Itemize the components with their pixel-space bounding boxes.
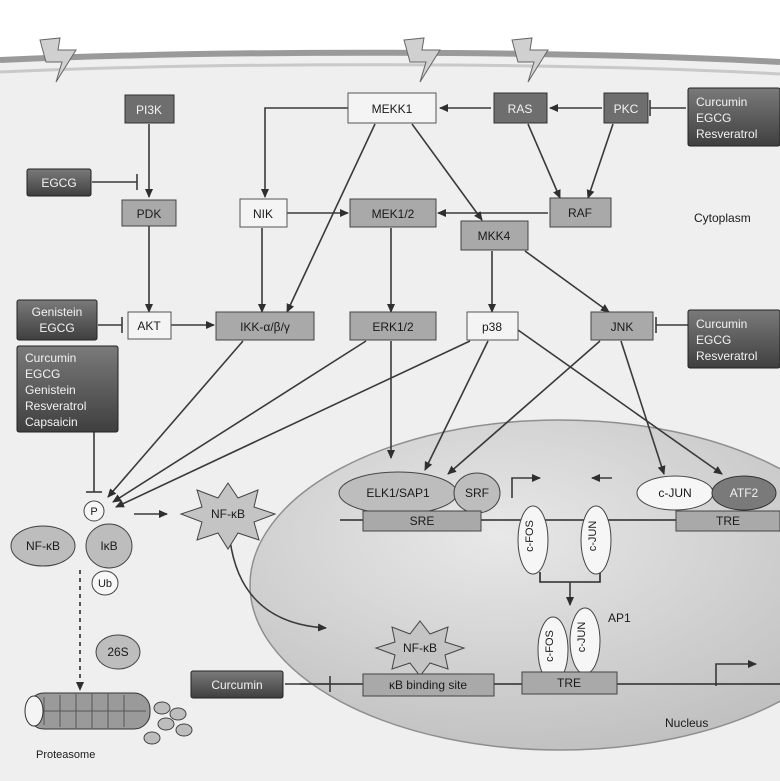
node-srf: SRF	[454, 473, 500, 513]
element-sre: SRE	[363, 511, 481, 531]
node-pkc: PKC	[604, 93, 648, 123]
proteasome-icon	[25, 693, 150, 729]
svg-text:Ub: Ub	[98, 578, 112, 590]
node-raf: RAF	[550, 198, 611, 227]
svg-text:c-FOS: c-FOS	[524, 520, 536, 552]
node-mkk4: MKK4	[461, 221, 528, 250]
node-ras: RAS	[494, 93, 547, 123]
svg-text:26S: 26S	[107, 645, 128, 659]
node-pi3k: PI3K	[125, 95, 174, 123]
svg-text:EGCG: EGCG	[696, 111, 731, 125]
proteasome-label: Proteasome	[36, 749, 95, 761]
inhibitor-jnk-group: Curcumin EGCG Resveratrol	[688, 310, 780, 368]
element-kb-binding-site: κB binding site	[363, 674, 494, 696]
svg-text:EGCG: EGCG	[39, 321, 74, 335]
inhibitor-ikb-group: Curcumin EGCG Genistein Resveratrol Caps…	[17, 346, 118, 432]
svg-text:TRE: TRE	[557, 676, 581, 690]
svg-text:Capsaicin: Capsaicin	[25, 415, 78, 429]
element-tre-1: TRE	[676, 511, 780, 531]
svg-text:Genistein: Genistein	[25, 383, 76, 397]
node-elk1-sap1: ELK1/SAP1	[339, 472, 457, 514]
node-ikk: IKK-α/β/γ	[216, 312, 314, 340]
svg-text:Genistein: Genistein	[32, 305, 83, 319]
svg-text:RAS: RAS	[508, 102, 533, 116]
node-26s: 26S	[96, 635, 140, 669]
svg-text:c-JUN: c-JUN	[658, 486, 691, 500]
node-nfkb-cytoplasm: NF-κB	[11, 526, 75, 566]
svg-text:RAF: RAF	[568, 206, 592, 220]
inhibitor-pkc-group: Curcumin EGCG Resveratrol	[688, 88, 780, 146]
inhibitor-genistein-egcg: Genistein EGCG	[17, 300, 97, 340]
node-jnk: JNK	[591, 312, 653, 340]
svg-text:Curcumin: Curcumin	[25, 351, 76, 365]
svg-text:p38: p38	[482, 320, 502, 334]
phospho-group: P	[84, 501, 104, 521]
svg-text:EGCG: EGCG	[696, 333, 731, 347]
ap1-label: AP1	[608, 611, 631, 625]
svg-text:P: P	[90, 506, 97, 518]
node-mek12: MEK1/2	[350, 199, 436, 227]
svg-text:SRE: SRE	[410, 514, 435, 528]
svg-text:Resveratrol: Resveratrol	[25, 399, 86, 413]
svg-text:IκB: IκB	[100, 539, 117, 553]
svg-text:c-JUN: c-JUN	[587, 521, 599, 552]
svg-text:PDK: PDK	[137, 207, 162, 221]
svg-text:TRE: TRE	[716, 514, 740, 528]
svg-text:MEK1/2: MEK1/2	[372, 207, 415, 221]
svg-text:MKK4: MKK4	[478, 229, 511, 243]
svg-text:ATF2: ATF2	[730, 486, 759, 500]
svg-text:MEKK1: MEKK1	[372, 102, 413, 116]
svg-text:EGCG: EGCG	[25, 367, 60, 381]
element-tre-2: TRE	[522, 672, 617, 694]
inhibitor-curcumin-nucleus: Curcumin	[191, 671, 283, 698]
svg-text:PI3K: PI3K	[136, 103, 162, 117]
node-akt: AKT	[128, 312, 171, 339]
node-erk12: ERK1/2	[350, 312, 436, 340]
cytoplasm-label: Cytoplasm	[694, 211, 751, 225]
svg-text:SRF: SRF	[465, 486, 489, 500]
svg-text:JNK: JNK	[611, 320, 634, 334]
svg-text:NF-κB: NF-κB	[211, 507, 245, 521]
gene-cfos: c-FOS	[518, 506, 548, 574]
node-cjun-tre: c-JUN	[637, 476, 713, 510]
svg-text:c-FOS: c-FOS	[544, 630, 556, 662]
svg-text:κB binding site: κB binding site	[389, 678, 467, 692]
node-nik: NIK	[240, 199, 287, 227]
svg-text:AKT: AKT	[137, 319, 161, 333]
node-p38: p38	[467, 312, 518, 340]
node-atf2: ATF2	[712, 476, 776, 510]
svg-text:Curcumin: Curcumin	[211, 678, 262, 692]
svg-text:Resveratrol: Resveratrol	[696, 127, 757, 141]
svg-text:Resveratrol: Resveratrol	[696, 349, 757, 363]
svg-text:EGCG: EGCG	[41, 176, 76, 190]
svg-text:Curcumin: Curcumin	[696, 95, 747, 109]
ubiquitin: Ub	[92, 571, 118, 595]
node-mekk1: MEKK1	[348, 93, 436, 123]
gene-cjun: c-JUN	[581, 506, 611, 574]
svg-text:Curcumin: Curcumin	[696, 317, 747, 331]
node-pdk: PDK	[122, 200, 176, 226]
inhibitor-egcg-pdk: EGCG	[27, 169, 91, 196]
svg-text:NIK: NIK	[253, 207, 273, 221]
svg-text:c-JUN: c-JUN	[576, 622, 588, 653]
svg-text:NF-κB: NF-κB	[26, 539, 60, 553]
nucleus-label: Nucleus	[665, 716, 708, 730]
ap1-cjun: c-JUN	[570, 608, 600, 674]
node-ikb: IκB	[86, 524, 132, 568]
svg-text:ELK1/SAP1: ELK1/SAP1	[366, 486, 430, 500]
svg-text:NF-κB: NF-κB	[403, 641, 437, 655]
svg-text:ERK1/2: ERK1/2	[372, 320, 414, 334]
svg-text:PKC: PKC	[614, 102, 639, 116]
svg-text:IKK-α/β/γ: IKK-α/β/γ	[240, 320, 290, 334]
